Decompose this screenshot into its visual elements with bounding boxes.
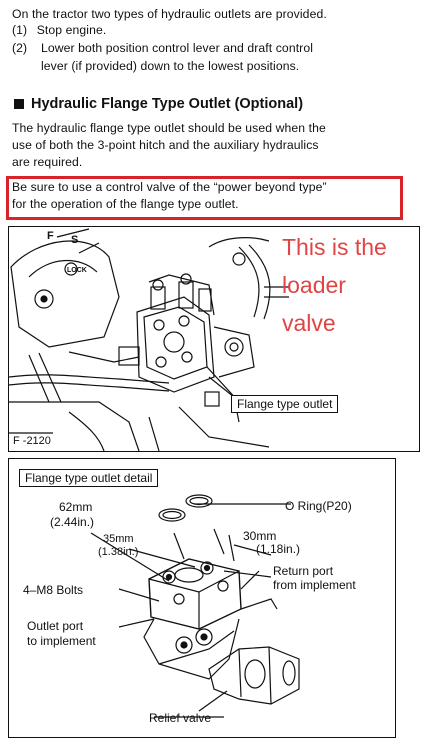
dim-30-in: (1.18in.) [256, 542, 301, 556]
o-ring-label: O Ring(P20) [285, 499, 352, 513]
figure-tractor-outlet: F S LOCK Flange type outlet F -2120 [8, 226, 420, 452]
lever-mark-s: S [71, 234, 79, 246]
bullet-square-icon [14, 99, 24, 109]
section-para-line2: use of both the 3-point hitch and the au… [12, 138, 319, 152]
lever-mark-f: F [47, 230, 54, 242]
section-para-line1: The hydraulic flange type outlet should … [12, 121, 326, 135]
return-port-line1: Return port [273, 564, 334, 578]
step-2-line2: lever (if provided) down to the lowest p… [41, 59, 300, 73]
dim-35-mm: 35mm [103, 533, 134, 545]
return-port-line2: from implement [273, 578, 356, 592]
dim-62-in: (2.44in.) [50, 515, 95, 529]
annotation-line2: loader [282, 272, 346, 298]
outlet-detail-drawing [90, 494, 300, 718]
intro-line: On the tractor two types of hydraulic ou… [12, 7, 327, 21]
section-heading: Hydraulic Flange Type Outlet (Optional) [14, 96, 303, 112]
step-2-line1: Lower both position control lever and dr… [41, 41, 314, 55]
flange-outlet-callout: Flange type outlet [231, 395, 339, 413]
step-1-text: Stop engine. [36, 23, 107, 37]
step-1: (1) Stop engine. [12, 22, 106, 38]
step-1-number: (1) [12, 23, 28, 37]
dim-35-in: (1.38in.) [98, 546, 139, 558]
lever-mark-lock: LOCK [67, 267, 87, 274]
figure-outlet-detail: Flange type outlet detail 62mm (2.44in.)… [8, 458, 396, 738]
dim-30-mm: 30mm [243, 529, 277, 543]
detail-title: Flange type outlet detail [19, 469, 159, 487]
outlet-port-line1: Outlet port [27, 619, 84, 633]
dim-62-mm: 62mm [59, 500, 93, 514]
warning-line2: for the operation of the flange type out… [12, 197, 239, 211]
section-para-line3: are required. [12, 155, 83, 169]
bolts-label: 4–M8 Bolts [23, 583, 84, 597]
warning-highlight-box [6, 176, 403, 220]
step-2-number: (2) [12, 41, 28, 55]
outlet-port-line2: to implement [27, 634, 96, 648]
loader-valve-annotation: This is the loader valve [282, 228, 387, 342]
tractor-hydraulic-drawing [9, 228, 289, 451]
figure-id: F -2120 [13, 435, 51, 447]
section-title: Hydraulic Flange Type Outlet (Optional) [31, 96, 304, 112]
warning-line1: Be sure to use a control valve of the “p… [12, 180, 327, 194]
annotation-line1: This is the [282, 234, 387, 260]
annotation-line3: valve [282, 310, 336, 336]
relief-valve-label: Relief valve [149, 711, 212, 725]
